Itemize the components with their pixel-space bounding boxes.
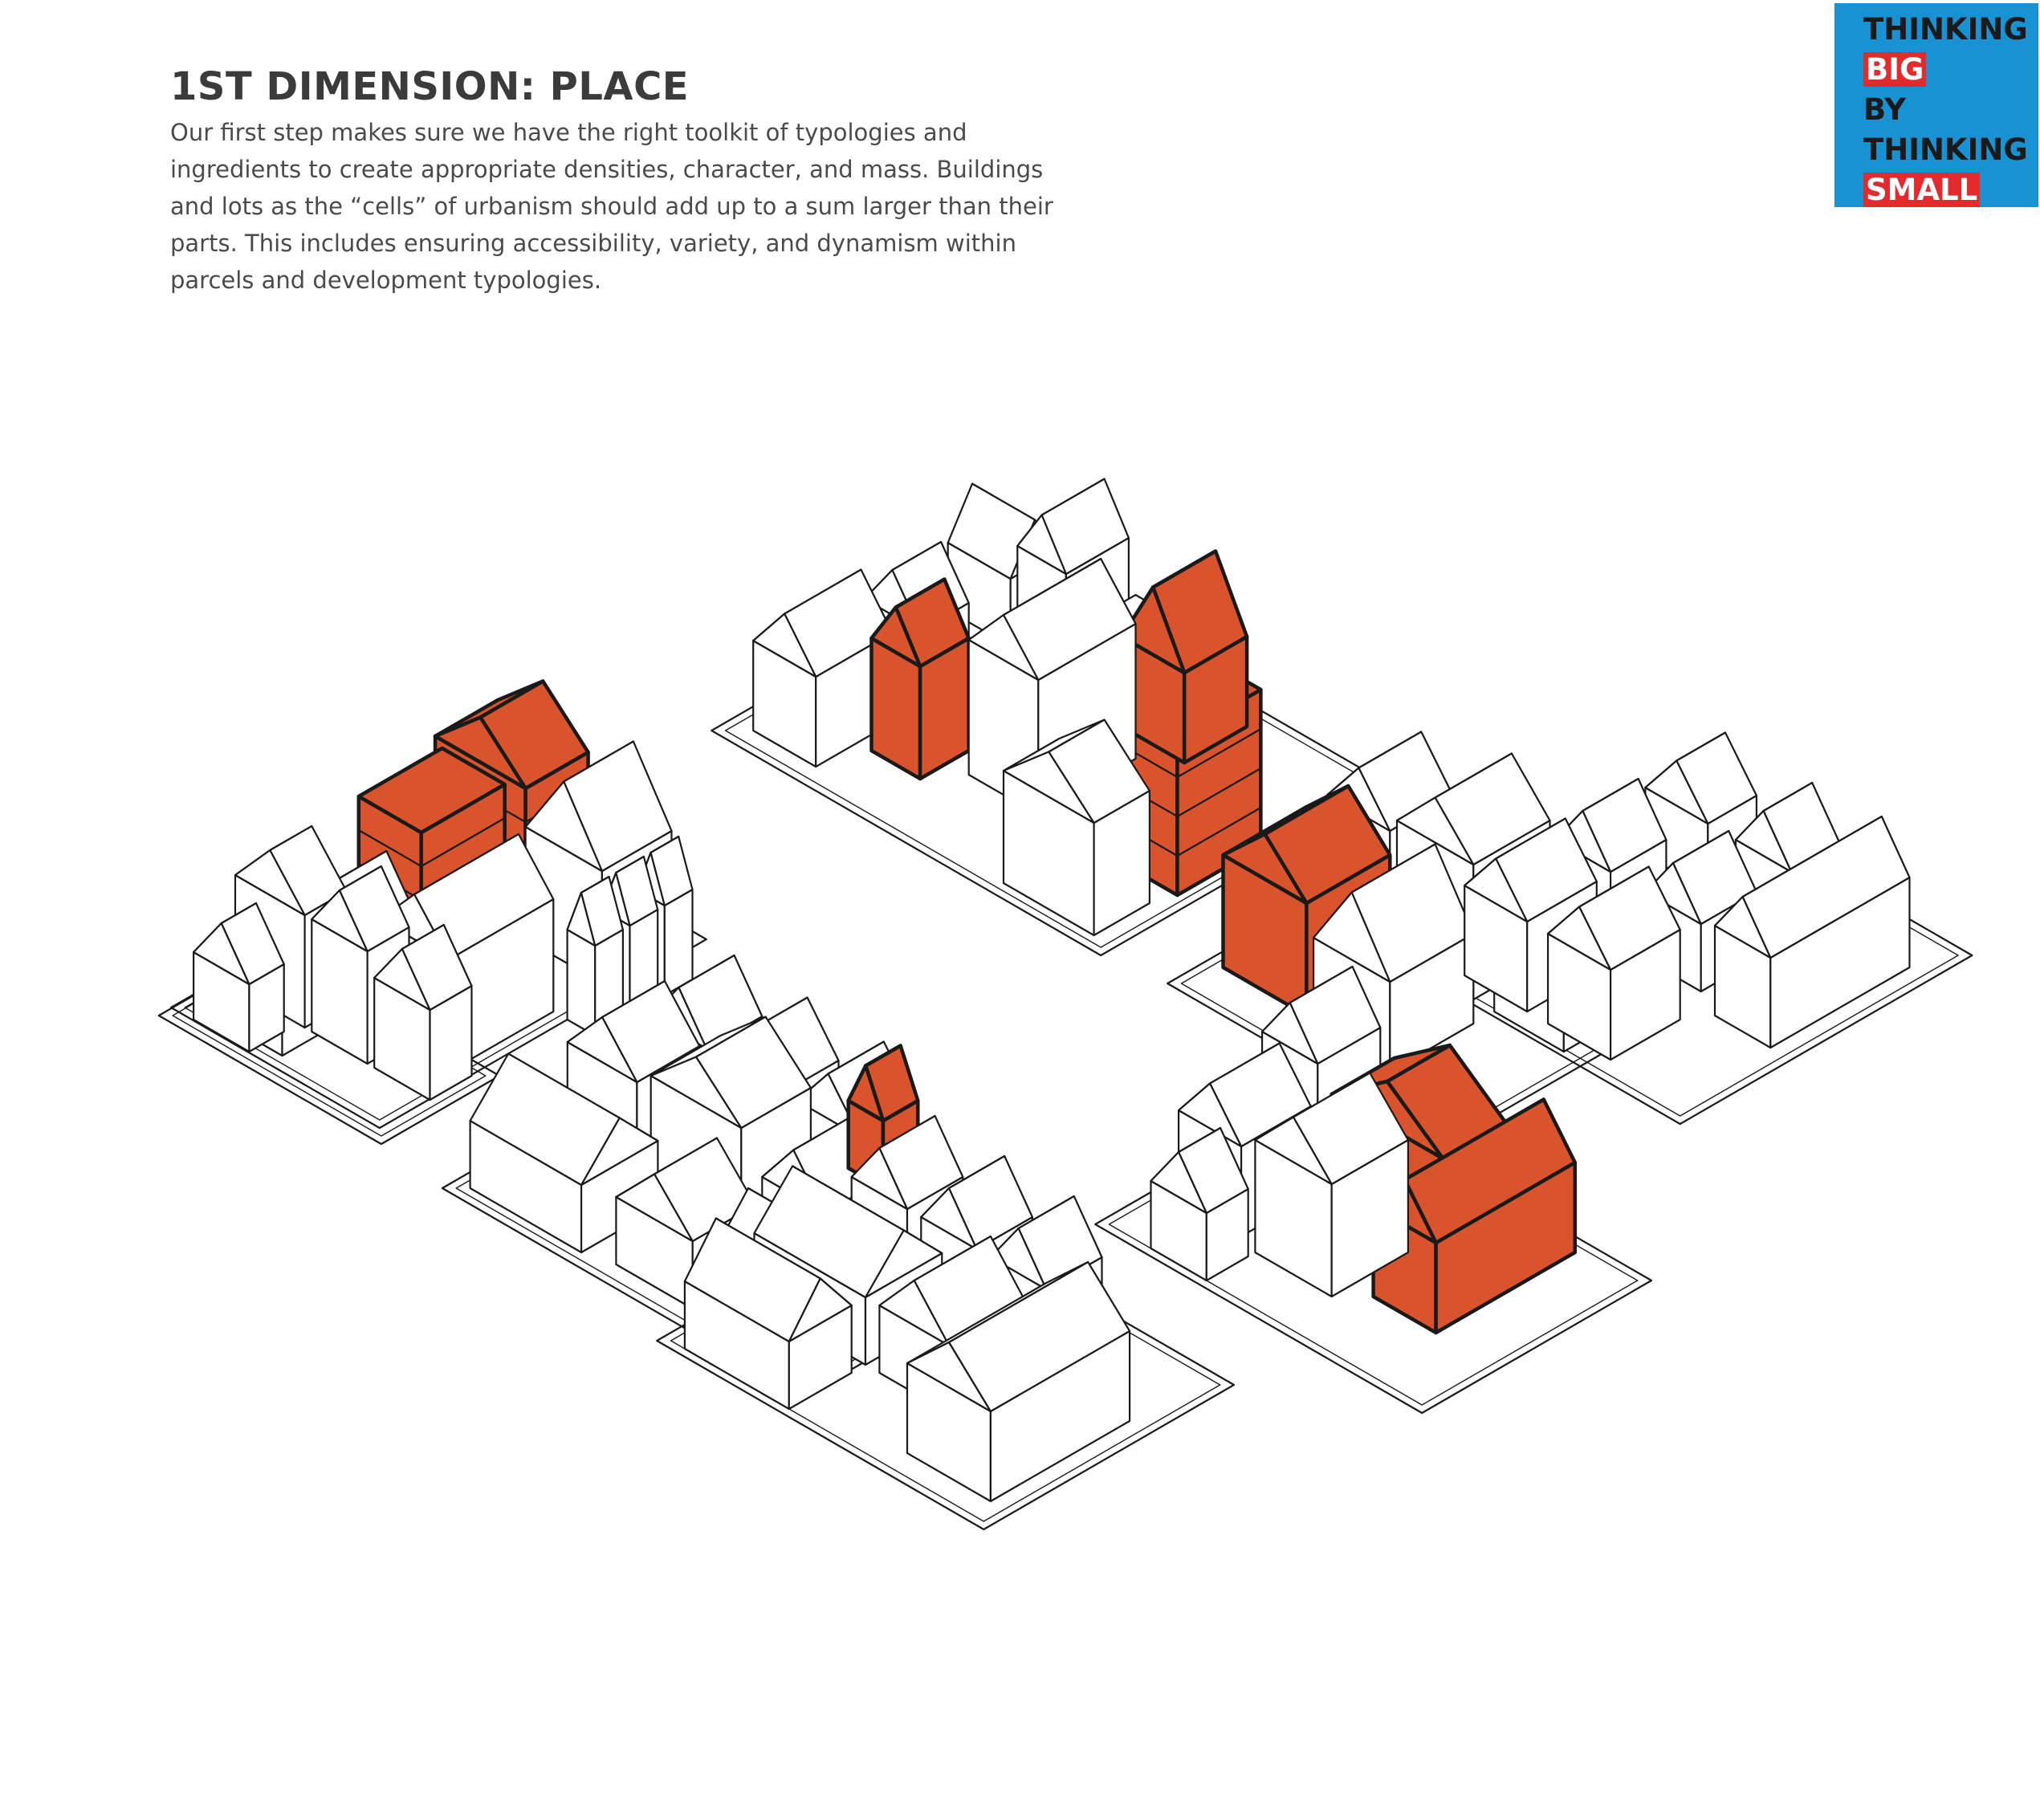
- building-gable: [1713, 895, 1772, 959]
- building-gable: [1177, 1082, 1243, 1148]
- building-gable: [1546, 906, 1612, 971]
- building-gable: [869, 605, 922, 669]
- building-gable: [1260, 1001, 1319, 1065]
- building-gable: [1734, 809, 1793, 873]
- building-gable: [1002, 751, 1095, 824]
- building-gable: [1395, 796, 1475, 866]
- floor-line: [358, 829, 422, 867]
- intro-line: Our first step makes sure we have the ri…: [170, 119, 967, 146]
- building-gable: [373, 947, 431, 1012]
- building: [906, 1260, 1131, 1503]
- building-gable: [524, 780, 604, 873]
- building-gable: [566, 891, 597, 947]
- intro-paragraph: Our first step makes sure we have the ri…: [170, 114, 1134, 299]
- building-gable: [878, 1279, 951, 1347]
- building: [850, 1114, 964, 1278]
- building: [193, 902, 285, 1053]
- floor-line: [1176, 807, 1261, 857]
- building-gable: [788, 1277, 853, 1343]
- building-gable: [566, 1016, 638, 1084]
- intro-line: and lots as the “cells” of urbanism shou…: [170, 193, 1053, 220]
- intro-line: parcels and development typologies.: [170, 267, 602, 294]
- building-gable: [1221, 832, 1309, 906]
- building-gable: [1254, 1116, 1333, 1186]
- building: [373, 923, 473, 1101]
- building-gable: [1150, 1150, 1207, 1215]
- intro-line: ingredients to create appropriate densit…: [170, 156, 1044, 183]
- building-wall: [663, 888, 694, 997]
- building-gable: [850, 1146, 909, 1211]
- building-gable: [967, 613, 1040, 682]
- floor-line: [1176, 728, 1261, 778]
- logo-line: THINKING: [1863, 12, 2028, 47]
- building-gable: [864, 1229, 943, 1299]
- logo-line: BIG: [1863, 50, 2038, 90]
- building-gable: [752, 613, 817, 678]
- building-gable: [193, 922, 250, 986]
- building-gable: [1312, 891, 1391, 983]
- building: [1150, 1126, 1249, 1282]
- building: [1002, 719, 1151, 937]
- intro-line: parts. This includes ensuring accessibil…: [170, 230, 1016, 257]
- building-roof: [356, 746, 507, 835]
- building: [683, 1217, 853, 1411]
- building-gable: [989, 1227, 1048, 1291]
- building: [566, 875, 625, 1037]
- building: [1546, 865, 1681, 1061]
- building-gable: [615, 1173, 694, 1243]
- highlighted-building: [869, 577, 971, 781]
- building-gable: [649, 1056, 743, 1130]
- building-gable: [1016, 514, 1068, 576]
- building-gable: [1644, 861, 1702, 926]
- building-gable: [311, 889, 369, 953]
- highlighted-building: [1119, 549, 1249, 765]
- building-gable: [1119, 585, 1187, 675]
- logo-line: SMALL: [1863, 170, 2038, 210]
- logo-line: BY: [1863, 92, 1906, 127]
- thinking-big-logo: THINKING BIG BY THINKING SMALL: [1834, 3, 2038, 207]
- building: [469, 1053, 659, 1254]
- building-gable: [234, 849, 306, 917]
- building: [1254, 1072, 1410, 1298]
- buildings: [193, 478, 1911, 1503]
- floor-line: [1176, 767, 1261, 817]
- building-gable: [920, 1187, 978, 1251]
- building-gable: [433, 715, 527, 791]
- floor-line: [421, 817, 506, 867]
- building-gable: [1644, 759, 1709, 825]
- building-gable: [906, 1341, 992, 1413]
- page-title: 1ST DIMENSION: PLACE: [170, 64, 690, 109]
- building-gable: [580, 1117, 659, 1187]
- building-wall: [566, 928, 597, 1037]
- building-gable: [846, 1064, 886, 1123]
- building-gable: [1464, 857, 1529, 923]
- logo-line: THINKING: [1863, 132, 2028, 167]
- building: [1713, 815, 1911, 1049]
